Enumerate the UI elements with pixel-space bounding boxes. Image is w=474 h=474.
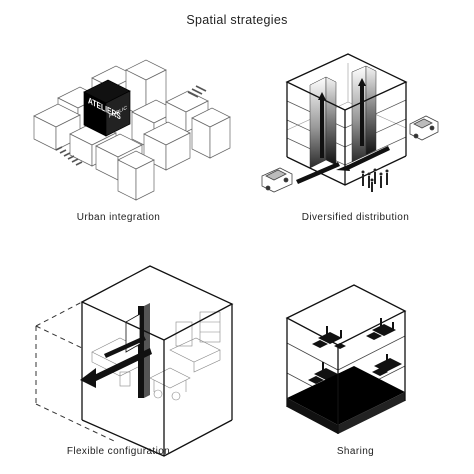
caption-diversified-distribution: Diversified distribution bbox=[301, 212, 410, 223]
city-block bbox=[33, 103, 81, 151]
city-block bbox=[191, 107, 231, 159]
shared-space-module bbox=[312, 326, 346, 349]
caption-sharing: Sharing bbox=[336, 446, 375, 457]
shared-space-module bbox=[366, 318, 396, 340]
sharing-diagram bbox=[285, 284, 407, 434]
building-volume bbox=[285, 284, 407, 434]
car-icon bbox=[409, 115, 439, 141]
shared-ground-floor bbox=[287, 398, 338, 434]
building-volume bbox=[285, 53, 408, 186]
city-block bbox=[117, 150, 155, 201]
people-icon bbox=[361, 168, 389, 192]
shared-ground-floor bbox=[287, 366, 405, 425]
workshop-furniture bbox=[91, 311, 221, 401]
urban-integration-diagram: ATELIERS PUBLIC bbox=[33, 59, 231, 201]
shared-space-module bbox=[372, 354, 402, 376]
expansion-arrows bbox=[80, 336, 152, 388]
diversified-distribution-diagram bbox=[261, 53, 439, 193]
diagram-title: Spatial strategies bbox=[186, 13, 288, 27]
caption-urban-integration: Urban integration bbox=[76, 212, 161, 223]
crosswalk-markings bbox=[55, 85, 207, 166]
building-volume bbox=[80, 265, 234, 457]
car-icon bbox=[261, 167, 293, 193]
caption-flexible-configuration: Flexible configuration bbox=[66, 446, 171, 457]
ateliers-publics-building: ATELIERS PUBLIC bbox=[83, 79, 131, 137]
circulation-arrows bbox=[296, 146, 390, 184]
shared-ground-floor bbox=[338, 392, 405, 434]
flexible-configuration-diagram bbox=[35, 265, 234, 457]
